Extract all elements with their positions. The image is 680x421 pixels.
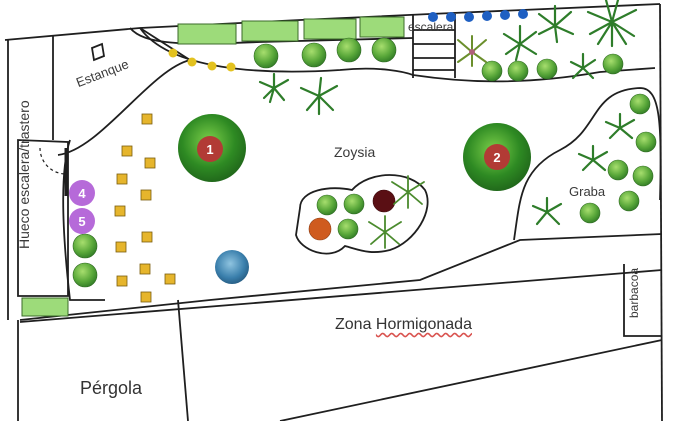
pond-curve xyxy=(57,27,193,156)
palm-icon xyxy=(502,24,538,62)
shrub-icon xyxy=(579,202,601,224)
shrub-icon xyxy=(308,217,332,241)
shrubs xyxy=(72,37,657,288)
paver-icon xyxy=(141,113,153,125)
shrub-icon xyxy=(343,193,365,215)
shrub-icon xyxy=(72,262,98,288)
label-zoysia: Zoysia xyxy=(334,144,376,160)
palm-icon xyxy=(258,72,290,104)
yellow-dot-row xyxy=(168,48,236,72)
paver-icon xyxy=(116,275,128,287)
marker-4: 4 xyxy=(69,180,95,206)
palm-icon xyxy=(577,144,609,172)
bed-upper-curve xyxy=(129,27,414,45)
paver-icon xyxy=(140,291,152,303)
planter-icon xyxy=(241,20,299,42)
small-square xyxy=(90,42,106,62)
shrub-icon xyxy=(371,37,397,63)
paver-icon xyxy=(141,231,153,243)
palm-icon xyxy=(457,35,487,67)
shrub-icon xyxy=(629,93,651,115)
paver-icon xyxy=(114,205,126,217)
slab-line-3 xyxy=(19,269,663,323)
shrub-icon xyxy=(372,189,396,213)
paver-icon xyxy=(115,241,127,253)
slab-line-2 xyxy=(177,299,189,421)
lawn-west-edge xyxy=(62,139,105,301)
paver-icon xyxy=(164,273,176,285)
east-bed-bottom xyxy=(412,67,656,83)
marker-1: 1 xyxy=(197,136,223,162)
palm-icon xyxy=(604,112,636,140)
shrub-icon xyxy=(316,194,338,216)
planter-icon xyxy=(177,23,237,45)
shrub-icon xyxy=(507,60,529,82)
palm-icon xyxy=(586,0,638,48)
shrub-icon xyxy=(253,43,279,69)
label-zona-hormigonada: Zona Hormigonada xyxy=(335,316,472,334)
palm-icon xyxy=(569,52,597,80)
shrub-icon xyxy=(536,58,558,80)
planters xyxy=(21,16,405,317)
east-wall xyxy=(659,3,663,421)
label-pergola: Pérgola xyxy=(80,378,143,398)
escalera-stair xyxy=(412,14,456,78)
shrub-icon xyxy=(607,159,629,181)
palm-icon xyxy=(299,76,339,116)
paver-icon xyxy=(140,189,152,201)
shrub-icon xyxy=(72,233,98,259)
marker-2: 2 xyxy=(484,144,510,170)
shrub-icon xyxy=(481,60,503,82)
shrub-icon xyxy=(215,250,249,284)
palm-icon xyxy=(531,196,563,226)
palm-icon xyxy=(391,175,425,209)
shrub-icon xyxy=(635,131,657,153)
blue-dot-row xyxy=(428,9,528,22)
planter-icon xyxy=(303,18,357,40)
hueco-door-arc xyxy=(39,147,67,175)
paver-icon xyxy=(139,263,151,275)
palm-icon xyxy=(537,4,575,44)
label-hueco-escalera: Hueco escalera/trastero xyxy=(16,100,32,249)
shrub-icon xyxy=(337,218,359,240)
gravel-bed xyxy=(513,87,662,241)
label-barbacoa: barbacoa xyxy=(627,267,641,318)
palm-icon xyxy=(368,215,402,249)
marker-5: 5 xyxy=(69,208,95,234)
planter-icon xyxy=(21,297,69,317)
label-escalera: escalera xyxy=(408,20,454,34)
planter-icon xyxy=(359,16,405,38)
paver-icon xyxy=(116,173,128,185)
paver-icon xyxy=(144,157,156,169)
shrub-icon xyxy=(618,190,640,212)
pavers xyxy=(114,113,176,303)
paver-icon xyxy=(121,145,133,157)
shrub-icon xyxy=(301,42,327,68)
hueco-room xyxy=(17,139,69,297)
label-zona-spell: Hormigonada xyxy=(375,316,472,333)
shrub-icon xyxy=(602,53,624,75)
zoysia-island xyxy=(295,174,429,255)
shrub-icon xyxy=(632,165,654,187)
shrub-icon xyxy=(336,37,362,63)
star-plants xyxy=(368,35,487,249)
label-graba: Graba xyxy=(569,184,606,199)
slab-line-4 xyxy=(279,339,663,421)
lawn-south-edge xyxy=(19,233,663,321)
palms xyxy=(258,0,638,226)
label-zona-prefix: Zona xyxy=(335,316,376,333)
barbacoa-box xyxy=(623,264,662,337)
